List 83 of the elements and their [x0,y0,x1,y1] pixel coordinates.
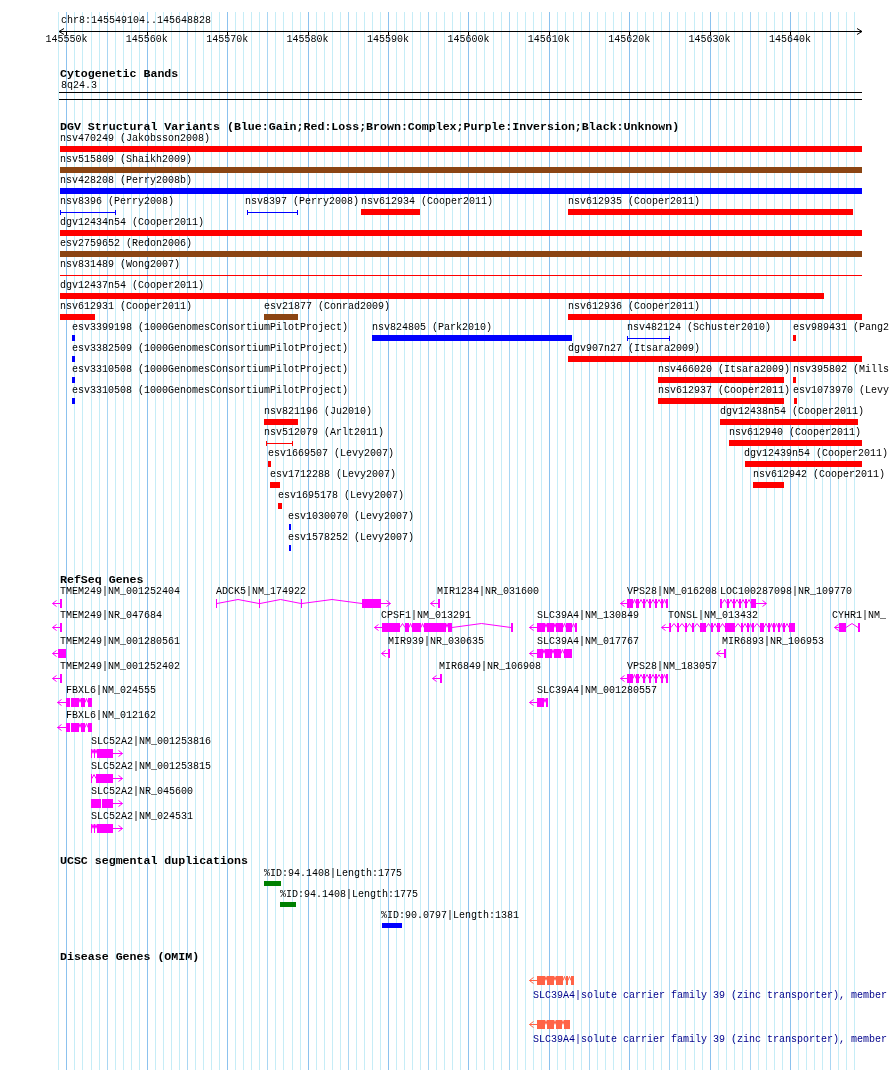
gene-label: MIR939|NR_030635 [388,636,484,649]
variant-label: nsv612931 (Cooper2011) [60,301,193,313]
variant-label: esv1695178 (Levy2007) [278,490,405,502]
gene-label: VPS28|NM_183057 [627,660,717,673]
variant-label: nsv470249 (Jakobsson2008) [60,133,211,145]
variant-label: esv3310508 (1000GenomesConsortiumPilotProject) [72,385,349,397]
gene-label: CYHR1|NM_ [832,610,886,622]
gene-label: SLC39A4|NM_001280557 [537,685,658,697]
gene-label: SLC52A2|NR_045600 [91,786,194,798]
duplication-label: %ID:94.1408|Length:1775 [280,889,419,901]
variant-label: nsv428208 (Perry2008b) [60,175,193,187]
variant-label: nsv395802 (Mills [793,364,889,376]
gene-label: FBXL6|NM_012162 [66,710,156,722]
variant-label: esv2759652 (Redon2006) [60,238,193,250]
variant-label: nsv482124 (Schuster2010) [627,322,772,334]
tick-label: 145630k [688,34,731,46]
tick-label: 145640k [769,34,811,46]
track-title: UCSC segmental duplications [60,854,248,869]
variant-label: esv1712288 (Levy2007) [270,469,397,481]
variant-label: esv3399198 (1000GenomesConsortiumPilotProject) [72,322,349,334]
variant-label: nsv8397 (Perry2008) [245,196,360,208]
tick-label: 145590k [367,34,409,46]
track-title: DGV Structural Variants (Blue:Gain;Red:Loss;Brown:Complex;Purple:Inversion;Black:Unknown) [60,120,680,133]
variant-label: nsv612942 (Cooper2011) [753,469,886,481]
variant-label: nsv612936 (Cooper2011) [568,301,701,313]
variant-label: esv1030070 (Levy2007) [288,511,415,523]
gene-label: SLC52A2|NM_001253816 [91,736,212,748]
variant-label: nsv612940 (Cooper2011) [729,427,862,439]
tick-label: 145600k [447,34,490,46]
variant-label: esv21877 (Conrad2009) [264,301,391,313]
variant-label: nsv612937 (Cooper2011) [658,385,791,397]
variant-label: dgv12437n54 (Cooper2011) [60,280,205,292]
variant-label: dgv12438n54 (Cooper2011) [720,406,865,418]
gene-label: MIR6893|NR_106953 [722,636,825,649]
gene-label: SLC52A2|NM_024531 [91,811,194,823]
variant-label: dgv12439n54 (Cooper2011) [744,448,889,460]
gene-label: VPS28|NM_016208 [627,585,717,598]
gene-label: TONSL|NM_013432 [668,610,758,622]
variant-label: nsv612934 (Cooper2011) [361,196,494,208]
variant-label: nsv824805 (Park2010) [372,322,493,334]
tick-label: 145610k [527,34,570,46]
variant-label: dgv907n27 (Itsara2009) [568,343,701,355]
variant-label: esv1578252 (Levy2007) [288,532,415,544]
track-title: Disease Genes (OMIM) [60,950,200,964]
variant-label: nsv466020 (Itsara2009) [658,364,791,376]
gene-label: TMEM249|NR_047684 [60,610,163,622]
gene-label: MIR1234|NR_031600 [437,585,540,598]
gene-label: LOC100287098|NR_109770 [720,585,853,598]
variant-label: nsv831489 (Wong2007) [60,259,181,271]
variant-label: nsv8396 (Perry2008) [60,196,175,208]
gene-label: CPSF1|NM_013291 [381,610,471,622]
track-title: RefSeq Genes [60,573,144,586]
variant-label: esv3310508 (1000GenomesConsortiumPilotProject) [72,364,349,376]
gene-label: ADCK5|NM_174922 [216,585,306,598]
variant-label: nsv821196 (Ju2010) [264,406,373,418]
variant-label: esv989431 (Pang2 [793,322,889,334]
variant-label: nsv515809 (Shaikh2009) [60,154,193,166]
tick-label: 145560k [125,34,168,46]
variant-label: nsv612935 (Cooper2011) [568,196,701,208]
disease-gene-label: SLC39A4|solute carrier family 39 (zinc transporter), member [533,1033,888,1046]
region-coordinates: chr8:145549104..145648828 [61,15,212,27]
gene-label: TMEM249|NM_001280561 [60,636,181,649]
variant-label: esv3382509 (1000GenomesConsortiumPilotProject) [72,343,349,355]
variant-label: nsv512079 (Arlt2011) [264,427,385,439]
duplication-label: %ID:90.0797|Length:1381 [381,910,520,922]
band-label: 8q24.3 [61,80,97,92]
gene-label: TMEM249|NM_001252404 [60,585,181,598]
tick-label: 145570k [206,34,249,46]
gene-label: SLC52A2|NM_001253815 [91,761,212,773]
variant-label: esv1669507 (Levy2007) [268,448,395,460]
gene-label: FBXL6|NM_024555 [66,685,156,697]
gene-label: SLC39A4|NM_017767 [537,636,640,649]
variant-label: dgv12434n54 (Cooper2011) [60,217,205,229]
track-title: Cytogenetic Bands [60,66,179,81]
tick-label: 145550k [45,34,88,46]
tick-label: 145620k [608,34,651,46]
gene-label: TMEM249|NM_001252402 [60,660,181,673]
tick-label: 145580k [286,34,329,46]
gene-label: SLC39A4|NM_130849 [537,610,640,622]
duplication-label: %ID:94.1408|Length:1775 [264,868,403,880]
variant-label: esv1073970 (Levy [793,385,889,397]
gene-label: MIR6849|NR_106908 [439,660,542,673]
disease-gene-label: SLC39A4|solute carrier family 39 (zinc transporter), member [533,989,888,1002]
